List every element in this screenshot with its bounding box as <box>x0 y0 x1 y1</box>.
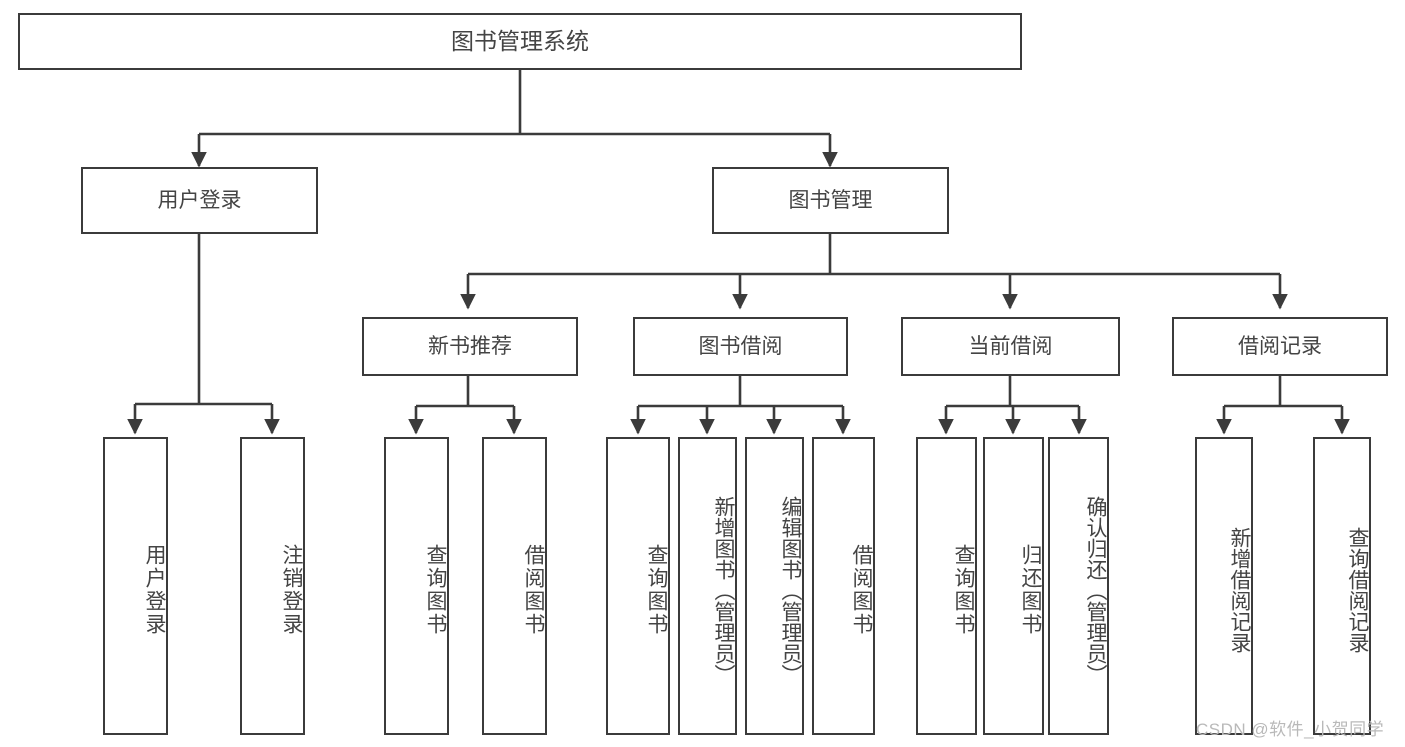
leaf-current-confirm-return-admin-label: 确认归还（管理员） <box>1084 495 1107 685</box>
leaf-record-query-record-label: 查询借阅记录 <box>1346 527 1369 653</box>
leaf-newbook-query-book-label: 查询图书 <box>424 544 447 636</box>
leaf-user-login-label: 用户登录 <box>143 544 166 636</box>
leaf-newbook-borrow-book[interactable]: 借阅图书 <box>482 437 547 735</box>
leaf-borrow-add-book-admin-label: 新增图书（管理员） <box>712 495 735 685</box>
leaf-borrow-query-book-label: 查询图书 <box>645 544 668 636</box>
leaf-logout-label: 注销登录 <box>280 544 303 636</box>
node-user-login-label: 用户登录 <box>157 188 242 212</box>
node-book-borrow[interactable]: 图书借阅 <box>633 317 848 376</box>
leaf-current-query-book-label: 查询图书 <box>952 544 975 636</box>
leaf-record-add-record[interactable]: 新增借阅记录 <box>1195 437 1253 735</box>
leaf-borrow-borrow-book[interactable]: 借阅图书 <box>812 437 875 735</box>
leaf-record-add-record-label: 新增借阅记录 <box>1228 527 1251 653</box>
leaf-logout[interactable]: 注销登录 <box>240 437 305 735</box>
leaf-current-confirm-return-admin[interactable]: 确认归还（管理员） <box>1048 437 1109 735</box>
node-book-manage[interactable]: 图书管理 <box>712 167 949 234</box>
leaf-newbook-borrow-book-label: 借阅图书 <box>522 544 545 636</box>
leaf-current-query-book[interactable]: 查询图书 <box>916 437 977 735</box>
node-book-manage-label: 图书管理 <box>788 188 873 212</box>
leaf-record-query-record[interactable]: 查询借阅记录 <box>1313 437 1371 735</box>
leaf-current-return-book-label: 归还图书 <box>1019 544 1042 636</box>
node-root-system[interactable]: 图书管理系统 <box>18 13 1022 70</box>
leaf-borrow-query-book[interactable]: 查询图书 <box>606 437 670 735</box>
leaf-borrow-edit-book-admin-label: 编辑图书（管理员） <box>779 495 802 685</box>
node-new-book-recommend-label: 新书推荐 <box>428 334 512 358</box>
node-borrow-record[interactable]: 借阅记录 <box>1172 317 1388 376</box>
leaf-borrow-edit-book-admin[interactable]: 编辑图书（管理员） <box>745 437 804 735</box>
node-new-book-recommend[interactable]: 新书推荐 <box>362 317 578 376</box>
node-root-label: 图书管理系统 <box>451 27 589 54</box>
leaf-borrow-add-book-admin[interactable]: 新增图书（管理员） <box>678 437 737 735</box>
node-book-borrow-label: 图书借阅 <box>698 334 783 358</box>
leaf-current-return-book[interactable]: 归还图书 <box>983 437 1044 735</box>
leaf-borrow-borrow-book-label: 借阅图书 <box>850 544 873 636</box>
node-current-borrow-label: 当前借阅 <box>968 334 1053 358</box>
node-user-login[interactable]: 用户登录 <box>81 167 318 234</box>
node-current-borrow[interactable]: 当前借阅 <box>901 317 1120 376</box>
leaf-user-login[interactable]: 用户登录 <box>103 437 168 735</box>
leaf-newbook-query-book[interactable]: 查询图书 <box>384 437 449 735</box>
csdn-watermark: CSDN @软件_小贺同学 <box>1196 720 1385 739</box>
node-borrow-record-label: 借阅记录 <box>1238 334 1322 358</box>
